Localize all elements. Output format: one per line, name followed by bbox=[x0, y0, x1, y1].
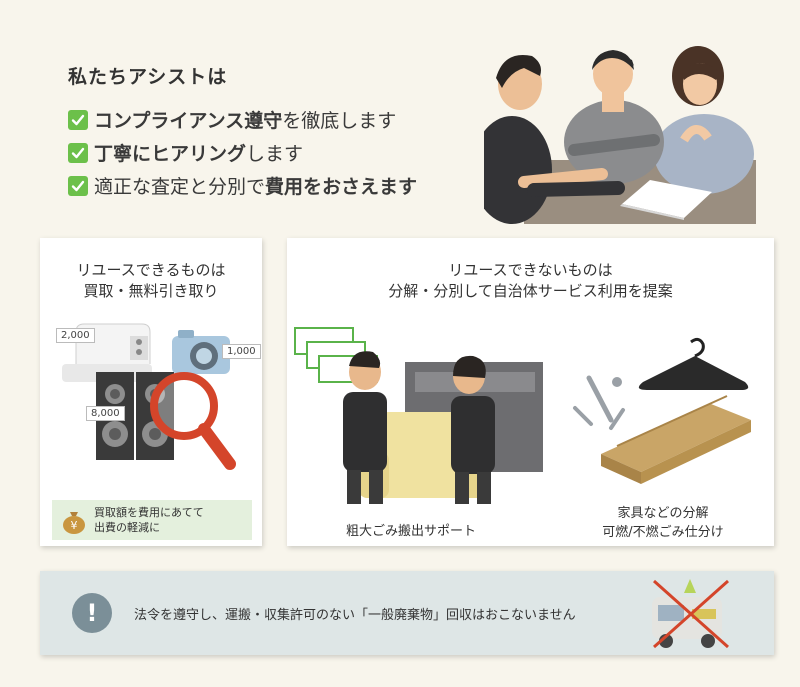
feature-pre: 適正な査定と分別で bbox=[94, 176, 266, 198]
feature-strong: 丁寧にヒアリング bbox=[94, 143, 247, 165]
price-tag: 1,000 bbox=[222, 344, 261, 359]
price-tag: 2,000 bbox=[56, 328, 95, 343]
non-reuse-card-title: リユースできないものは 分解・分別して自治体サービス利用を提案 bbox=[287, 260, 774, 302]
refund-note: ¥ 買取額を費用にあてて 出費の軽減に bbox=[52, 500, 252, 540]
feature-list: コンプライアンス遵守を徹底します 丁寧にヒアリングします 適正な査定と分別で費用… bbox=[68, 103, 488, 202]
exclamation-icon: ! bbox=[72, 593, 112, 633]
checkmark-icon bbox=[68, 109, 88, 130]
feature-item: コンプライアンス遵守を徹底します bbox=[68, 103, 488, 136]
feature-strong: 費用をおさえます bbox=[265, 176, 418, 198]
money-bag-icon: ¥ bbox=[63, 512, 85, 534]
prohibited-truck-icon bbox=[652, 579, 729, 649]
reuse-card: リユースできるものは 買取・無料引き取り 2,000 1,000 8,000 ¥ bbox=[40, 238, 262, 546]
non-reuse-card: リユースできないものは 分解・分別して自治体サービス利用を提案 bbox=[287, 238, 774, 546]
feature-strong: コンプライアンス遵守 bbox=[94, 110, 283, 132]
svg-text:¥: ¥ bbox=[71, 519, 78, 532]
feature-item: 丁寧にヒアリングします bbox=[68, 136, 488, 169]
intro-section: 私たちアシストは コンプライアンス遵守を徹底します 丁寧にヒアリングします 適正… bbox=[68, 62, 488, 202]
bulky-waste-caption: 粗大ごみ搬出サポート bbox=[345, 524, 476, 539]
feature-rest: を徹底します bbox=[282, 110, 397, 132]
feature-rest: します bbox=[246, 143, 304, 165]
reuse-title-line2: 買取・無料引き取り bbox=[83, 282, 219, 300]
intro-title: 私たちアシストは bbox=[68, 66, 228, 88]
refund-line2: 出費の軽減に bbox=[94, 521, 160, 534]
bulky-waste-illustration bbox=[294, 327, 543, 504]
reuse-title-line1: リユースできるものは bbox=[76, 261, 226, 279]
disassembly-illustration bbox=[573, 337, 751, 484]
notice-text: 法令を遵守し、運搬・収集許可のない「一般廃棄物」回収はおこないません bbox=[134, 607, 576, 623]
checkmark-icon bbox=[68, 142, 88, 163]
feature-item: 適正な査定と分別で費用をおさえます bbox=[68, 169, 488, 202]
price-tag: 8,000 bbox=[86, 406, 125, 421]
non-reuse-title-line2: 分解・分別して自治体サービス利用を提案 bbox=[388, 282, 673, 300]
refund-line1: 買取額を費用にあてて bbox=[94, 506, 204, 519]
compliance-notice: ! 法令を遵守し、運搬・収集許可のない「一般廃棄物」回収はおこないません bbox=[40, 571, 774, 655]
consultation-illustration bbox=[484, 46, 756, 224]
disassembly-caption: 家具などの分解 可燃/不燃ごみ仕分け bbox=[573, 504, 753, 542]
disassembly-caption-line2: 可燃/不燃ごみ仕分け bbox=[602, 525, 724, 540]
disassembly-caption-line1: 家具などの分解 bbox=[617, 506, 709, 521]
non-reuse-title-line1: リユースできないものは bbox=[448, 261, 613, 279]
reuse-card-title: リユースできるものは 買取・無料引き取り bbox=[40, 260, 262, 302]
checkmark-icon bbox=[68, 175, 88, 196]
reuse-items-illustration bbox=[62, 323, 236, 470]
